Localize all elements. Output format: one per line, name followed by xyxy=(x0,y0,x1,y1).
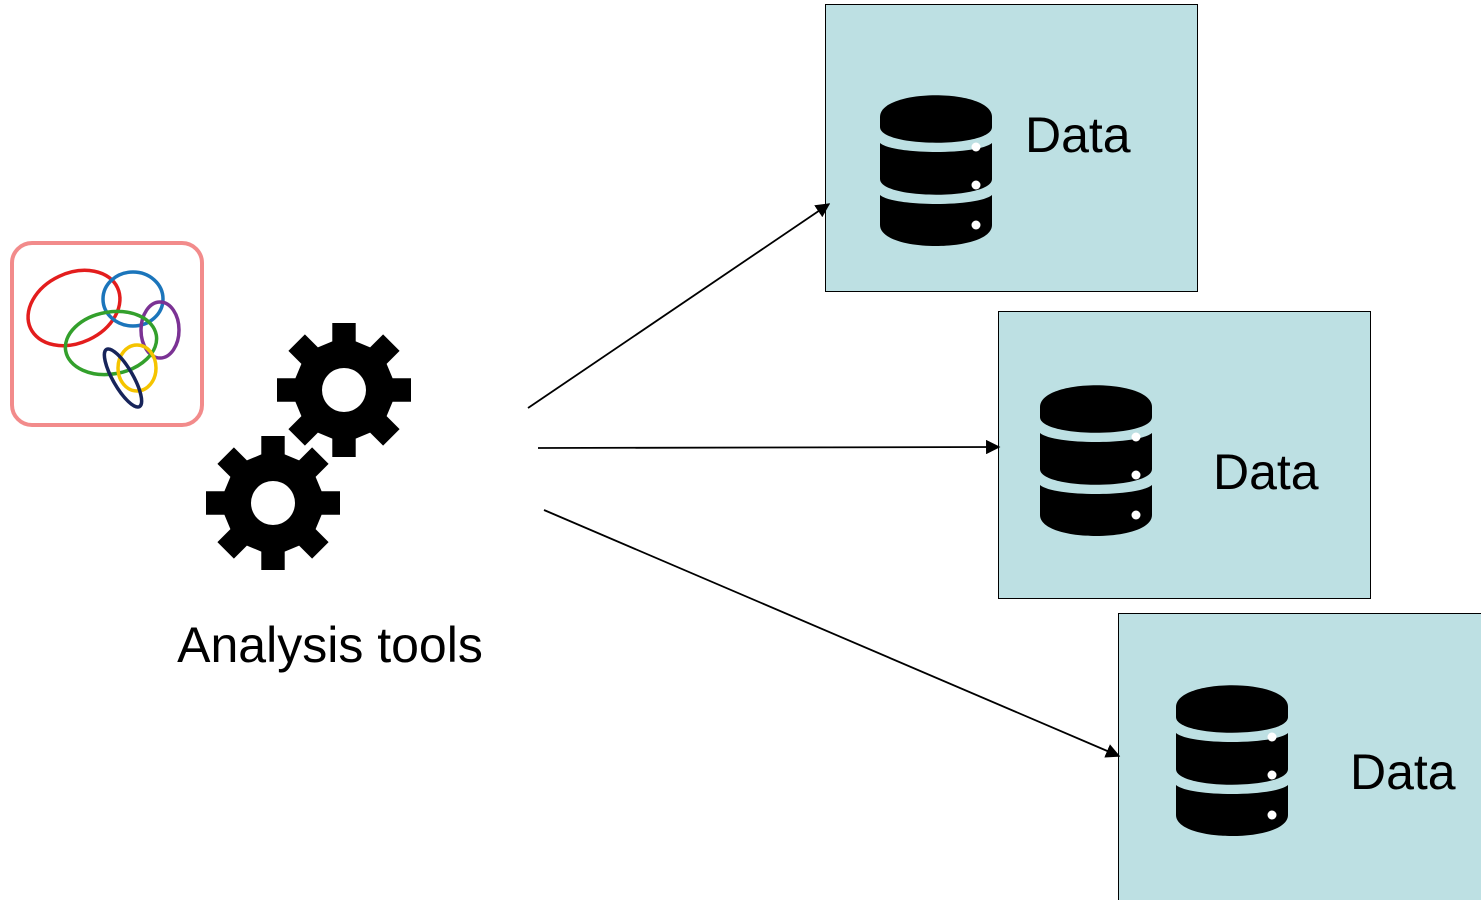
data-label: Data xyxy=(1025,107,1131,163)
data-store-box: Data xyxy=(1118,613,1481,900)
gear-large-icon xyxy=(277,323,411,457)
gears-icon xyxy=(206,323,411,570)
database-icon xyxy=(1040,385,1152,536)
database-icon xyxy=(1176,685,1288,836)
analysis-logo xyxy=(10,241,204,427)
data-store-box: Data xyxy=(825,4,1198,292)
overlapping-ellipses-logo-icon xyxy=(26,268,181,409)
connector-arrow xyxy=(543,509,1121,758)
connector-arrow xyxy=(527,203,831,409)
data-label: Data xyxy=(1213,444,1319,500)
gear-small-icon xyxy=(206,436,340,570)
connector-arrow xyxy=(537,439,1001,455)
data-label: Data xyxy=(1350,744,1456,800)
analysis-tools-caption: Analysis tools xyxy=(177,617,483,673)
data-store-box: Data xyxy=(998,311,1371,599)
database-icon xyxy=(880,95,992,246)
